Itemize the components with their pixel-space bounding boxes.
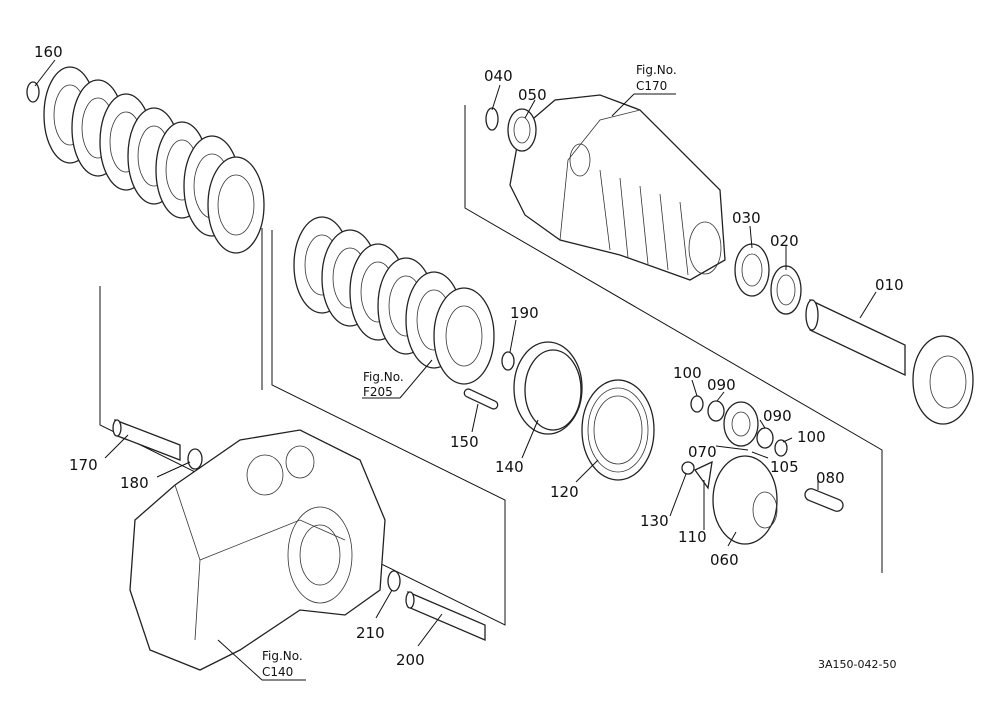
figref-c140-line2: C140 — [262, 665, 293, 679]
figref-c170-line2: C170 — [636, 79, 667, 93]
rear-housing — [485, 94, 726, 281]
leader-lines — [34, 59, 877, 681]
callout-labels: 160 040 050 030 020 010 190 150 140 120 … — [34, 43, 904, 669]
callout-100-right: 100 — [797, 428, 826, 446]
callout-070: 070 — [688, 443, 717, 461]
callout-150: 150 — [450, 433, 479, 451]
figref-f205-line1: Fig.No. — [363, 370, 404, 384]
group-boundary-lines — [99, 105, 883, 626]
callout-140: 140 — [495, 458, 524, 476]
callout-010: 010 — [875, 276, 904, 294]
figref-c140-line1: Fig.No. — [262, 649, 303, 663]
callout-130: 130 — [640, 512, 669, 530]
callout-120: 120 — [550, 483, 579, 501]
callout-160: 160 — [34, 43, 63, 61]
planetary-carrier-assembly — [681, 395, 844, 545]
callout-020: 020 — [770, 232, 799, 250]
drawing-code: 3A150-042-50 — [818, 658, 896, 671]
figref-c170-line1: Fig.No. — [636, 63, 677, 77]
callout-090-right: 090 — [763, 407, 792, 425]
callout-060: 060 — [710, 551, 739, 569]
clutch-plate-stack-middle — [293, 216, 515, 385]
callout-100-left: 100 — [673, 364, 702, 382]
callout-105: 105 — [770, 458, 799, 476]
callout-190: 190 — [510, 304, 539, 322]
callout-080: 080 — [816, 469, 845, 487]
callout-110: 110 — [678, 528, 707, 546]
figref-f205-line2: F205 — [363, 385, 393, 399]
input-shafts — [112, 419, 486, 641]
callout-200: 200 — [396, 651, 425, 669]
output-shaft-assembly — [734, 243, 974, 425]
drum-and-ring-gear — [463, 341, 655, 481]
callout-090-left: 090 — [707, 376, 736, 394]
callout-210: 210 — [356, 624, 385, 642]
callout-170: 170 — [69, 456, 98, 474]
transmission-case — [129, 429, 386, 671]
clutch-plate-stack-upper — [26, 66, 265, 254]
figure-references: Fig.No. C170 Fig.No. F205 Fig.No. C140 — [262, 63, 677, 679]
callout-030: 030 — [732, 209, 761, 227]
callout-050: 050 — [518, 86, 547, 104]
callout-180: 180 — [120, 474, 149, 492]
callout-040: 040 — [484, 67, 513, 85]
